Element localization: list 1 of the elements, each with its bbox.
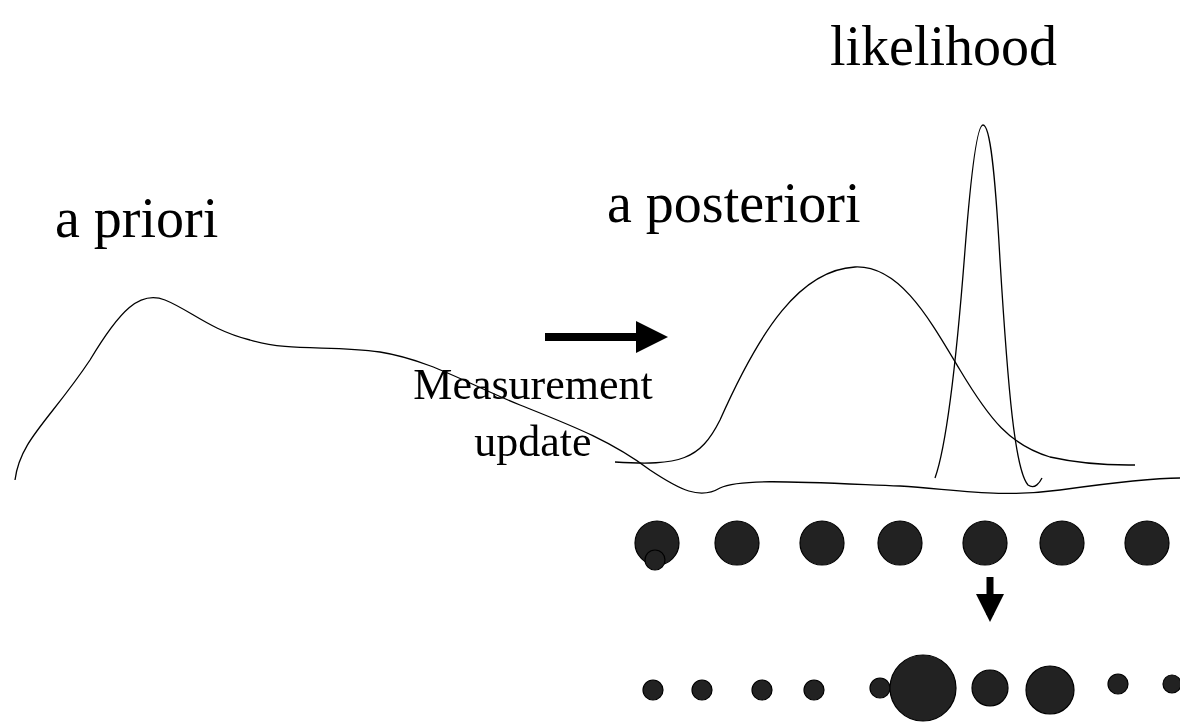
likelihood-label: likelihood (830, 18, 1058, 74)
